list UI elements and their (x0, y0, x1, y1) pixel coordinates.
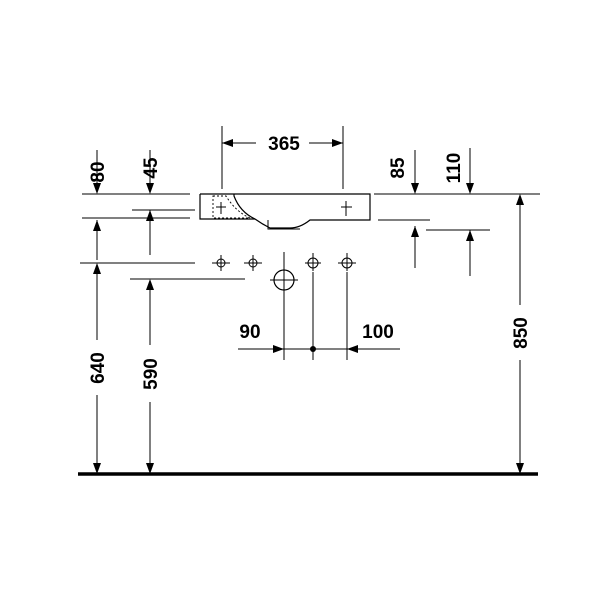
dimension-left-offset-label: 90 (239, 322, 260, 343)
dimension-inner-right-label: 110 (444, 153, 465, 184)
dimension-supply-height (93, 263, 101, 474)
dimension-width-label: 365 (268, 134, 300, 155)
dimension-inner-left-label: 45 (141, 157, 162, 179)
dimension-right-offset-label: 100 (362, 322, 394, 343)
dimension-total-height (516, 194, 524, 474)
dimension-width (221, 126, 344, 189)
supply-point-4 (338, 253, 356, 271)
tap-hole-right (341, 201, 352, 216)
dimension-drain-height (146, 279, 154, 474)
dimension-inner-left (132, 150, 195, 255)
supply-point-1 (212, 255, 230, 271)
dimension-total-height-label: 850 (511, 317, 532, 349)
washbasin (199, 193, 371, 230)
dimension-inner-right (426, 148, 490, 276)
dimension-rim-right-label: 85 (388, 157, 409, 179)
dimension-rim-right (411, 150, 419, 268)
tap-hole-left (216, 202, 226, 214)
dimension-drain-height-label: 590 (141, 358, 162, 390)
supply-point-3 (305, 253, 321, 271)
dimension-supply-height-label: 640 (88, 352, 109, 384)
drain-outlet (270, 252, 298, 300)
dimension-rim-left (93, 150, 101, 260)
dimension-offsets (238, 272, 400, 360)
supply-point-2 (244, 255, 262, 271)
dimension-rim-left-label: 80 (88, 161, 109, 182)
